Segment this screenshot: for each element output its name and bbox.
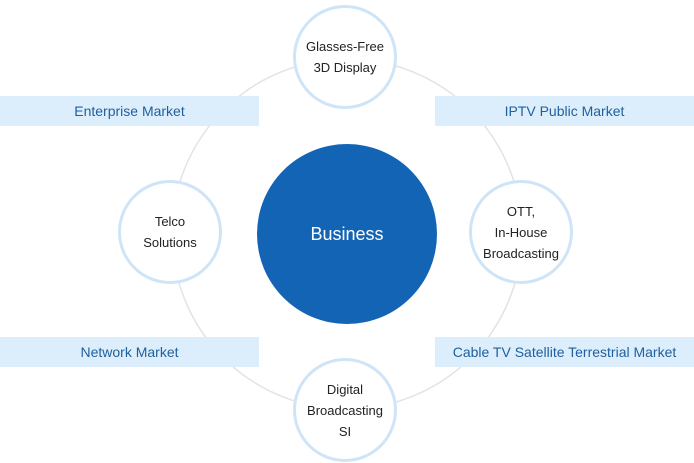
node-label-ott-broadcasting: OTT, In-House Broadcasting (483, 203, 559, 261)
node-label-glasses-free-3d: Glasses-Free 3D Display (305, 39, 385, 75)
market-band-iptv: IPTV Public Market (435, 96, 694, 126)
market-label-enterprise: Enterprise Market (74, 103, 185, 119)
node-glasses-free-3d: Glasses-Free 3D Display (293, 5, 397, 109)
node-label-digital-broadcasting: Digital Broadcasting SI (307, 381, 383, 439)
node-telco-solutions: Telco Solutions (118, 180, 222, 284)
market-band-enterprise: Enterprise Market (0, 96, 259, 126)
market-label-network: Network Market (80, 344, 179, 360)
node-label-telco-solutions: Telco Solutions (143, 214, 197, 250)
market-label-cable-tv: Cable TV Satellite Terrestrial Market (452, 344, 677, 360)
business-center-label: Business (310, 223, 384, 244)
market-band-cable-tv: Cable TV Satellite Terrestrial Market (435, 337, 694, 367)
business-center-circle: Business (257, 144, 437, 324)
market-label-iptv: IPTV Public Market (504, 103, 625, 119)
node-ott-broadcasting: OTT, In-House Broadcasting (469, 180, 573, 284)
node-digital-broadcasting: Digital Broadcasting SI (293, 358, 397, 462)
market-band-network: Network Market (0, 337, 259, 367)
